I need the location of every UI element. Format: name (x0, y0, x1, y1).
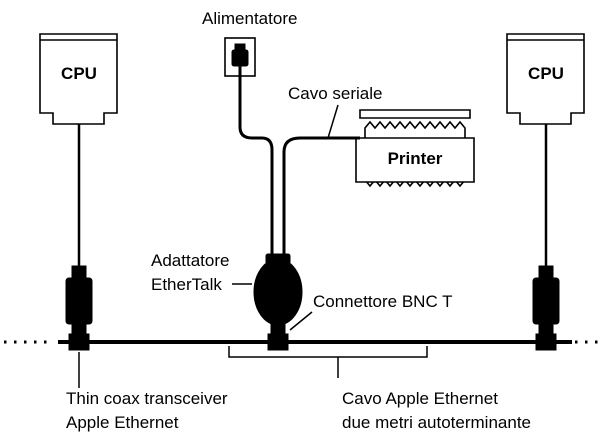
adapter-label-line2: EtherTalk (151, 275, 222, 294)
serial-cable (282, 136, 360, 256)
printer: Printer (355, 109, 475, 188)
power-outlet (224, 37, 256, 77)
cpu-right-label: CPU (528, 64, 564, 83)
ethernet-cable-label-line2: due metri autoterminante (342, 413, 531, 432)
bnc-leader (289, 311, 313, 331)
power-cable (238, 66, 274, 256)
power-supply-label: Alimentatore (202, 9, 297, 28)
bnc-connector-label: Connettore BNC T (313, 292, 453, 311)
transceiver-label-line1: Thin coax transceiver (66, 389, 228, 408)
printer-label: Printer (388, 149, 443, 168)
transceiver-right (532, 265, 560, 351)
cpu-right: CPU (506, 33, 585, 125)
adapter-label-line1: Adattatore (151, 251, 229, 270)
cpu-left: CPU (39, 33, 118, 125)
serial-cable-leader (327, 104, 339, 139)
transceiver-left (65, 265, 93, 351)
transceiver-label-line2: Apple Ethernet (66, 413, 179, 432)
ethernet-cable-bracket (228, 346, 428, 358)
cpu-left-label: CPU (61, 64, 97, 83)
serial-cable-label: Cavo seriale (288, 84, 383, 103)
bnc-t-connector (267, 333, 289, 351)
ethernet-cable-label-line1: Cavo Apple Ethernet (342, 389, 498, 408)
ethertalk-adapter (253, 253, 303, 335)
